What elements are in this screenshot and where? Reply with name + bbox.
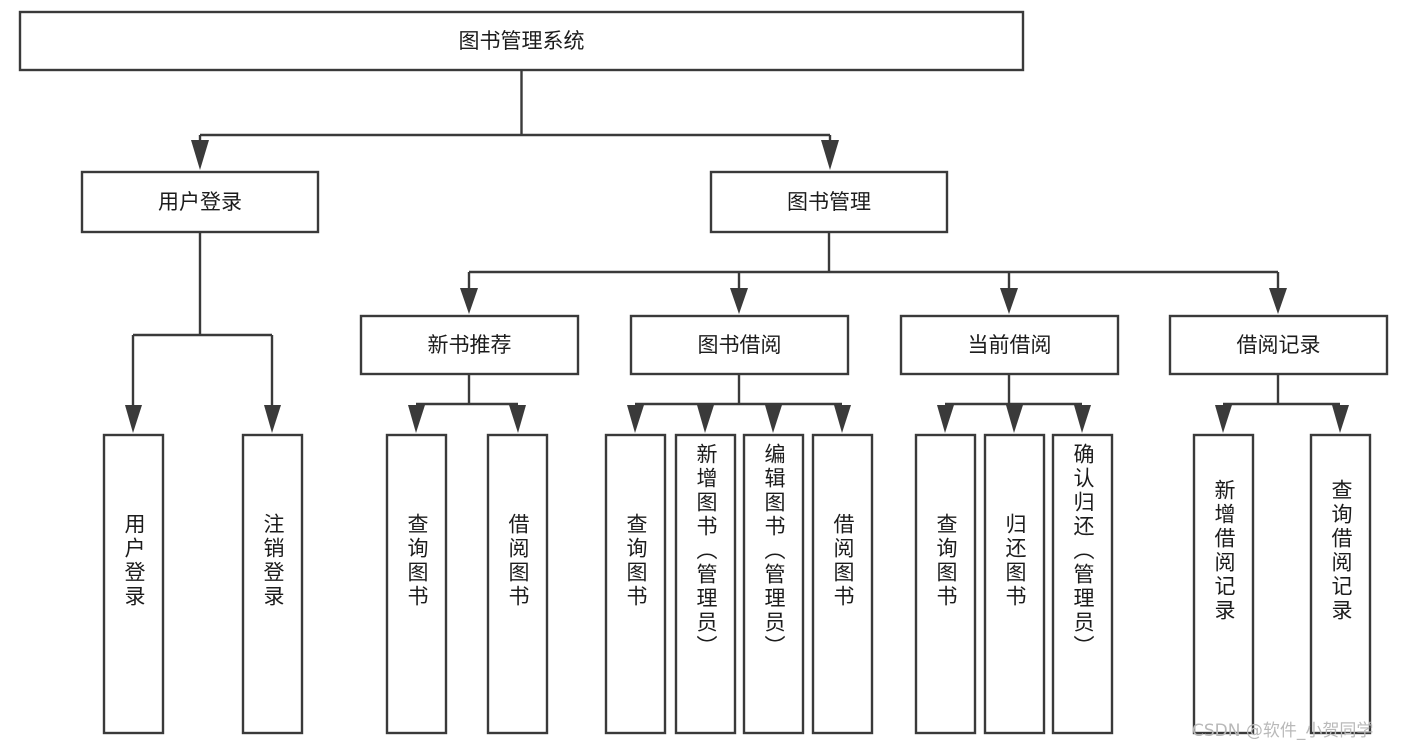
arrow-head-user-login — [191, 140, 209, 170]
node-book-manage-label: 图书管理 — [787, 190, 871, 214]
node-user-login-label: 用户登录 — [158, 190, 242, 214]
node-leaf-edit-book-admin-box[interactable] — [742, 433, 805, 735]
node-leaf-return-book-box[interactable] — [983, 433, 1046, 735]
node-current-borrow[interactable]: 当前借阅 — [899, 314, 1120, 376]
node-new-book-recommend-box[interactable] — [359, 314, 580, 376]
node-book-borrow-label: 图书借阅 — [698, 333, 782, 357]
arrow-head-leaf-borrow-book — [834, 405, 851, 433]
node-leaf-query-book-rec-box[interactable] — [385, 433, 448, 735]
node-leaf-add-borrow-record-box[interactable] — [1192, 433, 1255, 735]
node-book-borrow[interactable]: 图书借阅 — [629, 314, 850, 376]
csdn-watermark: CSDN @软件_小贺同学 — [1192, 721, 1374, 741]
node-new-book-recommend[interactable]: 新书推荐 — [359, 314, 580, 376]
node-borrow-record-label: 借阅记录 — [1237, 333, 1321, 357]
arrow-head-leaf-add-book-admin — [697, 405, 714, 433]
node-root[interactable]: 图书管理系统 — [18, 10, 1025, 72]
arrow-head-borrow-record — [1269, 288, 1287, 314]
node-leaf-query-book-current-box[interactable] — [914, 433, 977, 735]
node-leaf-borrow-book-box[interactable] — [811, 433, 874, 735]
node-borrow-record[interactable]: 借阅记录 — [1168, 314, 1389, 376]
arrow-head-leaf-query-borrow-record — [1332, 405, 1349, 433]
node-current-borrow-box[interactable] — [899, 314, 1120, 376]
node-leaf-add-book-admin-box[interactable] — [674, 433, 737, 735]
node-leaf-confirm-return-admin-box[interactable] — [1051, 433, 1114, 735]
leaf-box-layer — [102, 433, 1372, 735]
node-leaf-user-login-box[interactable] — [102, 433, 165, 735]
arrow-head-leaf-query-book-rec — [408, 405, 425, 433]
node-leaf-borrow-book-rec-box[interactable] — [486, 433, 549, 735]
node-book-manage-box[interactable] — [709, 170, 949, 234]
arrow-head-leaf-query-book-current — [937, 405, 954, 433]
arrow-head-leaf-edit-book-admin — [765, 405, 782, 433]
node-current-borrow-label: 当前借阅 — [968, 333, 1052, 357]
arrow-head-leaf-add-borrow-record — [1215, 405, 1232, 433]
arrow-head-leaf-logout — [264, 405, 281, 433]
arrow-head-new-book-recommend — [460, 288, 478, 314]
arrow-head-leaf-query-book-borrow — [627, 405, 644, 433]
arrow-head-leaf-user-login — [125, 405, 142, 433]
node-user-login-box[interactable] — [80, 170, 320, 234]
node-root-box[interactable] — [18, 10, 1025, 72]
arrow-head-leaf-confirm-return-admin — [1074, 405, 1091, 433]
arrow-head-leaf-return-book — [1006, 405, 1023, 433]
arrow-head-book-borrow — [730, 288, 748, 314]
connector-layer — [125, 70, 1349, 433]
arrow-head-book-manage — [821, 140, 839, 170]
node-user-login[interactable]: 用户登录 — [80, 170, 320, 234]
node-new-book-recommend-label: 新书推荐 — [428, 333, 512, 357]
node-root-label: 图书管理系统 — [459, 29, 585, 53]
node-book-manage[interactable]: 图书管理 — [709, 170, 949, 234]
arrow-head-leaf-borrow-book-rec — [509, 405, 526, 433]
node-borrow-record-box[interactable] — [1168, 314, 1389, 376]
arrow-head-current-borrow — [1000, 288, 1018, 314]
node-leaf-logout-box[interactable] — [241, 433, 304, 735]
node-leaf-query-borrow-record-box[interactable] — [1309, 433, 1372, 735]
node-book-borrow-box[interactable] — [629, 314, 850, 376]
node-leaf-query-book-borrow-box[interactable] — [604, 433, 667, 735]
